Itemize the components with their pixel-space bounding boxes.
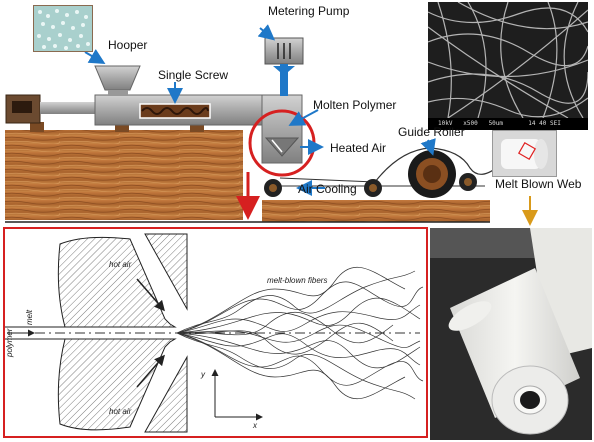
hopper-body xyxy=(95,66,140,90)
roller-1 xyxy=(264,179,282,197)
label-axis-y: y xyxy=(201,370,205,379)
label-single-screw: Single Screw xyxy=(158,68,228,82)
label-melt: melt xyxy=(25,310,34,325)
label-air-cooling: Air Cooling xyxy=(298,182,357,196)
label-heated-air: Heated Air xyxy=(330,141,386,155)
wood-base-left xyxy=(5,130,243,220)
roller-4 xyxy=(459,173,477,191)
label-melt-blown-web: Melt Blown Web xyxy=(495,177,581,191)
label-melt-blown-fibers: melt-blown fibers xyxy=(267,276,327,285)
label-axis-x: x xyxy=(253,421,257,430)
roller-2 xyxy=(364,179,382,197)
label-hot-air-top: hot air xyxy=(109,260,131,269)
wood-base-right xyxy=(262,200,490,222)
screw-window xyxy=(140,104,210,118)
label-molten-polymer: Molten Polymer xyxy=(313,98,396,112)
pellets-photo xyxy=(33,5,93,52)
guide-roller xyxy=(408,150,456,198)
hopper-arrow xyxy=(85,52,102,62)
melt-blown-web-thumbnail xyxy=(492,130,557,177)
melt-blown-roll-photo xyxy=(430,228,592,440)
label-guide-roller: Guide Roller xyxy=(398,125,465,139)
label-metering-pump: Metering Pump xyxy=(268,4,349,18)
label-hot-air-bottom: hot air xyxy=(109,407,131,416)
sem-fiber-image: 10kV x500 50um 14 40 SEI xyxy=(428,2,588,130)
pump-arrow xyxy=(260,28,272,38)
die-detail-panel: hot air hot air melt-blown fibers polyme… xyxy=(3,227,428,438)
shaft xyxy=(40,102,95,114)
label-polymer: polymer xyxy=(5,329,14,357)
label-hopper: Hooper xyxy=(108,38,147,52)
